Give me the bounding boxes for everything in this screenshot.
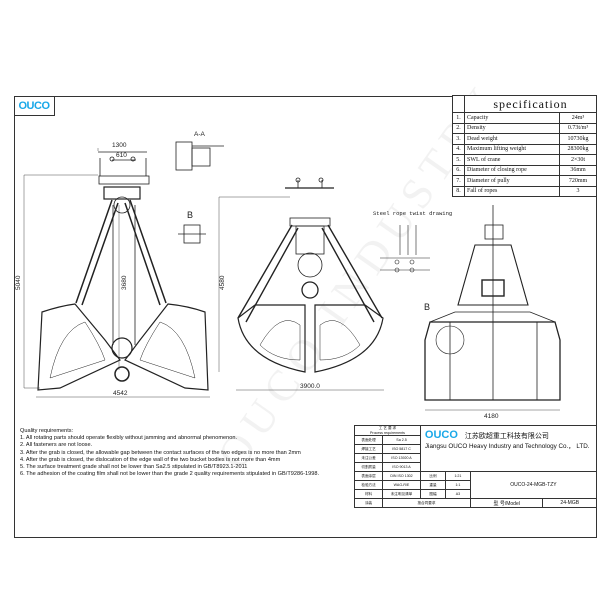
spec-value: 10730kg	[559, 133, 597, 145]
tb-req-label: 材料	[353, 489, 384, 499]
ouco-logo: OUCO	[14, 96, 55, 116]
quality-item: 1. All rotating parts should operate fle…	[20, 435, 238, 442]
section-details	[175, 141, 224, 244]
spec-item: Diameter of closing rope	[464, 164, 560, 176]
spec-no: 6.	[452, 164, 465, 176]
dim-4580: 4580	[219, 275, 226, 290]
quality-requirements: Quality requirements: 1. All rotating pa…	[20, 428, 319, 478]
spec-no: 8.	[452, 185, 465, 197]
side-view	[218, 177, 384, 391]
tb-model: 24-MGB	[542, 498, 597, 508]
dim-3900: 3900.0	[300, 383, 320, 390]
tb-req-label: 表面处理	[353, 435, 384, 445]
drawing-frame	[14, 96, 597, 538]
tb-model-label: 型 号/Model	[469, 498, 544, 508]
tb-req-value: WAG-R/E	[382, 480, 421, 490]
tb-size-label: 图幅	[419, 489, 447, 499]
spec-no: 2.	[452, 122, 465, 134]
tb-req-value: ISO 9013 A	[382, 462, 421, 472]
spec-item: Diameter of pully	[464, 175, 560, 187]
front-view	[23, 148, 210, 398]
dim-5040: 5040	[15, 275, 22, 290]
tb-scale: 1:21	[445, 471, 471, 481]
drawing-number: OUCO-24-MGB-TZY	[469, 471, 598, 499]
tb-req-value: ISO 5817 C	[382, 444, 421, 454]
spec-value: 0.73t/m³	[559, 122, 597, 134]
spec-value: 24m³	[559, 112, 597, 124]
rope-twist-drawing	[380, 225, 430, 273]
spec-value: 3	[559, 185, 597, 197]
spec-item: Capacity	[464, 112, 560, 124]
section-aa-label: A-A	[194, 131, 206, 138]
tb-req-value: 按合同要求	[382, 498, 471, 508]
tb-size: A3	[445, 489, 471, 499]
dim-1300: 1300	[112, 142, 127, 149]
tb-req-value: ISO 13920 A	[382, 453, 421, 463]
tb-req-label: 未注公差	[353, 453, 384, 463]
spec-value: 720mm	[559, 175, 597, 187]
spec-item: Fall of ropes	[464, 185, 560, 197]
tb-req-label: 检验方法	[353, 480, 384, 490]
spec-title: specification	[464, 95, 597, 113]
tb-req-label: 表面涂层	[353, 471, 384, 481]
spec-no: 7.	[452, 175, 465, 187]
spec-item: Maximum lifting weight	[464, 143, 560, 155]
tb-req-label: 焊接工艺	[353, 444, 384, 454]
spec-no: 1.	[452, 112, 465, 124]
dim-610: 610	[116, 152, 127, 159]
company-logo: OUCO	[424, 429, 458, 441]
spec-value: 36mm	[559, 164, 597, 176]
tb-header: 工 艺 要 求	[378, 426, 397, 430]
detail-b-label: B	[187, 210, 193, 220]
tb-req-value: 未注明见清单	[382, 489, 421, 499]
rope-twist-title: Steel rope twist drawing	[373, 210, 452, 217]
tb-req-value: DIN ISO 1302	[382, 471, 421, 481]
quality-title: Quality requirements:	[20, 428, 74, 434]
dim-3680: 3680	[121, 275, 128, 290]
spec-no: 4.	[452, 143, 465, 155]
spec-no: 5.	[452, 154, 465, 166]
detail-b-callout: B	[424, 302, 430, 312]
quality-item: 3. After the grab is closed, the allowab…	[20, 449, 301, 456]
tb-req-label: 切割质量	[353, 462, 384, 472]
tb-req-value: Sa 2.5	[382, 435, 421, 445]
end-view	[424, 205, 561, 411]
quality-item: 2. All fasteners are not loose.	[20, 442, 93, 449]
spec-item: Dead weight	[464, 133, 560, 145]
dim-4180: 4180	[484, 413, 499, 420]
quality-item: 5. The surface treatment grade shall not…	[20, 464, 248, 471]
tb-weight-label: 重量	[419, 480, 447, 490]
spec-item: Density	[464, 122, 560, 134]
company-name-cn: 江苏欧超重工科技有限公司	[464, 433, 549, 440]
dim-4542: 4542	[113, 390, 128, 397]
tb-scale-label: 比例	[419, 471, 447, 481]
spec-item: SWL of crane	[464, 154, 560, 166]
quality-item: 6. The adhesion of the coating film shal…	[20, 471, 320, 478]
tb-header-en: Process requirements	[369, 431, 405, 435]
spec-value: 2×30t	[559, 154, 597, 166]
quality-item: 4. After the grab is closed, the disloca…	[20, 456, 281, 463]
spec-value: 28300kg	[559, 143, 597, 155]
tb-weight: 1:1	[445, 480, 471, 490]
company-name-en: Jiangsu OUCO Heavy Industry and Technolo…	[424, 443, 590, 450]
spec-no: 3.	[452, 133, 465, 145]
tb-req-label: 涂装	[353, 498, 384, 508]
